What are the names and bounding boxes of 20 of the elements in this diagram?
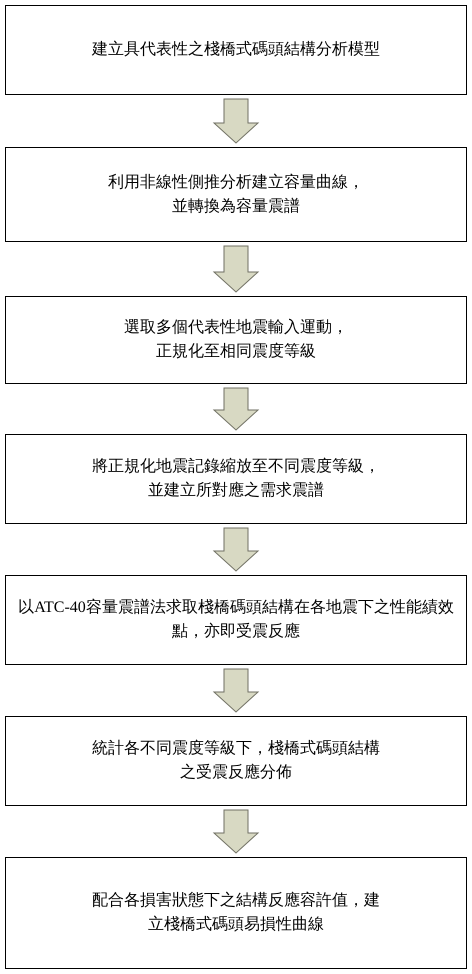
step-text: 將正規化地震記錄縮放至不同震度等級，並建立所對應之需求震譜 [91,456,381,501]
block-arrow [212,810,260,854]
step-text: 選取多個代表性地震輸入運動，正規化至相同震度等級 [123,318,349,362]
process-box [5,5,467,95]
process-box [5,857,467,969]
process-box [5,147,467,242]
step-text: 配合各損害狀態下之結構反應容許值，建立棧橋式碼頭易損性曲線 [91,890,381,935]
step-text: 利用非線性側推分析建立容量曲線，並轉換為容量震譜 [107,172,365,216]
step-text: 以ATC-40容量震譜法求取棧橋碼頭結構在各地震下之性能績效點，亦即受震反應 [17,598,455,642]
process-box [5,716,467,806]
process-box [5,575,467,665]
step-text: 建立具代表性之棧橋式碼頭結構分析模型 [92,40,380,60]
process-box [5,296,467,384]
block-arrow [212,388,260,431]
step-text: 統計各不同震度等級下，棧橋式碼頭結構之受震反應分佈 [91,738,381,783]
process-box [5,434,467,524]
block-arrow [212,528,260,572]
block-arrow [212,98,260,144]
block-arrow [212,246,260,293]
block-arrow [212,668,260,713]
